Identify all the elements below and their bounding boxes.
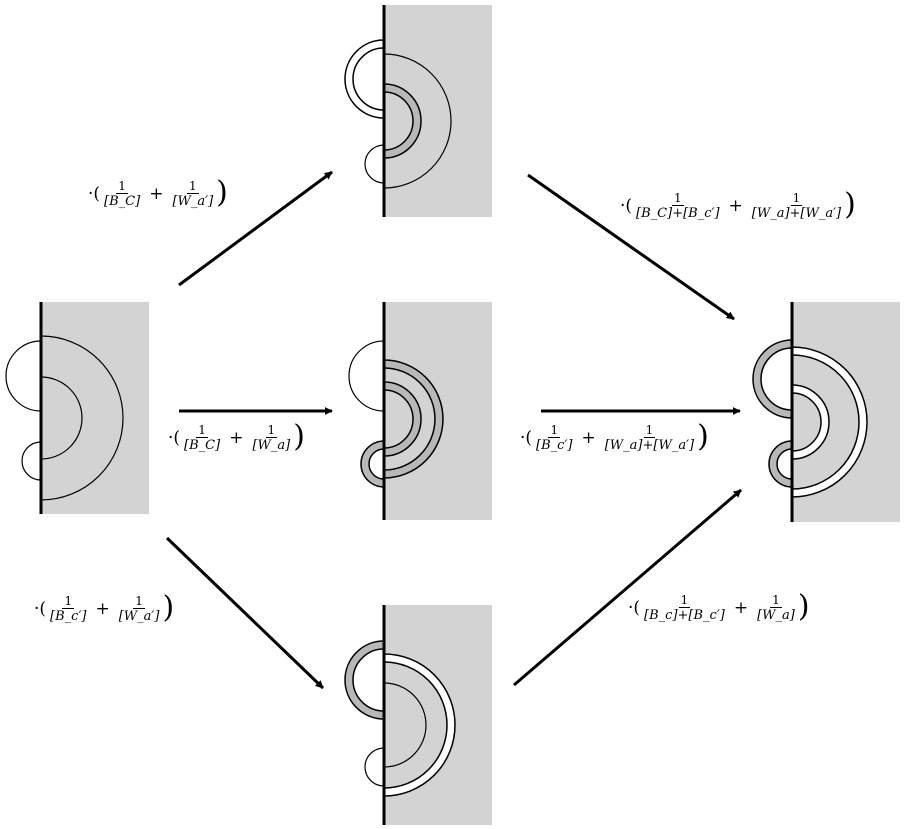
fraction-denominator: [B_c′] (536, 437, 573, 453)
fraction-numerator: 1 (265, 422, 278, 438)
fraction: 1 [B_c]+[B_c′] (642, 592, 727, 623)
close-paren: ) (293, 419, 305, 454)
label-prefix: ·( (520, 428, 533, 448)
fraction-numerator: 1 (548, 422, 561, 438)
plus-sign: + (95, 599, 110, 619)
plus-sign: + (728, 196, 743, 216)
fraction-denominator: [B_C] (104, 193, 141, 209)
fraction: 1 [W_a]+[W_a′] (603, 422, 696, 453)
fraction: 1 [W_a] (755, 592, 797, 623)
panel-top (344, 5, 492, 217)
plus-sign: + (581, 428, 596, 448)
close-paren: ) (697, 419, 709, 454)
close-paren: ) (162, 590, 175, 625)
plus-sign: + (733, 598, 749, 618)
label-prefix: ·( (628, 598, 641, 618)
close-paren: ) (216, 175, 228, 210)
fraction: 1 [B_C]+[B_c′] (634, 190, 721, 221)
fraction: 1 [W_a′] (117, 593, 162, 624)
fraction-denominator: [B_C]+[B_c′] (636, 205, 720, 221)
fraction: 1 [B_c′] (48, 593, 88, 624)
fraction: 1 [B_C] (102, 178, 142, 209)
fraction-numerator: 1 (790, 190, 803, 206)
label-prefix: ·( (88, 184, 101, 204)
panel-bottom (344, 605, 492, 825)
label-top-right: ·( 1 [B_C]+[B_c′] + 1 [W_a]+[W_a′] ) (620, 187, 857, 222)
fraction-numerator: 1 (62, 593, 75, 609)
arrows-group (165, 170, 742, 690)
fraction-numerator: 1 (196, 422, 208, 438)
fraction-denominator: [B_c′] (50, 608, 87, 624)
fraction: 1 [W_a] (250, 422, 292, 453)
shaded-region (41, 302, 149, 514)
arrow-top-to-final (527, 173, 735, 321)
fraction-numerator: 1 (133, 593, 145, 609)
fraction-denominator: [W_a′] (118, 608, 160, 624)
plus-sign: + (229, 428, 244, 448)
fraction-numerator: 1 (671, 190, 684, 206)
arrow-initial-to-top (178, 170, 333, 287)
fraction: 1 [B_C] (182, 422, 222, 453)
fraction-denominator: [B_C] (184, 437, 221, 453)
fraction-numerator: 1 (770, 592, 782, 608)
label-bottom-right: ·( 1 [B_c]+[B_c′] + 1 [W_a] ) (628, 589, 811, 624)
shaded-region (384, 5, 492, 217)
label-prefix: ·( (620, 196, 633, 216)
label-middle-left: ·( 1 [B_C] + 1 [W_a] ) (168, 419, 306, 454)
fraction-numerator: 1 (678, 592, 691, 608)
fraction-numerator: 1 (116, 178, 128, 194)
arrow-initial-to-bottom (165, 536, 325, 690)
close-paren: ) (844, 187, 856, 222)
label-bottom-left: ·( 1 [B_c′] + 1 [W_a′] ) (34, 590, 175, 625)
fraction-numerator: 1 (643, 422, 656, 438)
label-prefix: ·( (168, 428, 181, 448)
plus-sign: + (149, 184, 164, 204)
fraction-denominator: [W_a′] (172, 193, 214, 209)
fraction: 1 [W_a]+[W_a′] (750, 190, 843, 221)
close-paren: ) (797, 589, 810, 624)
fraction-denominator: [B_c]+[B_c′] (644, 607, 725, 623)
fraction: 1 [B_c′] (534, 422, 574, 453)
fraction-numerator: 1 (186, 178, 199, 194)
label-top-left: ·( 1 [B_C] + 1 [W_a′] ) (88, 175, 229, 210)
label-prefix: ·( (34, 599, 47, 619)
fraction-denominator: [W_a]+[W_a′] (604, 437, 695, 453)
fraction: 1 [W_a′] (170, 178, 215, 209)
label-middle-right: ·( 1 [B_c′] + 1 [W_a]+[W_a′] ) (520, 419, 710, 454)
panel-middle (348, 302, 492, 520)
shaded-region (792, 302, 900, 522)
fraction-denominator: [W_a] (757, 607, 795, 623)
panel-initial (5, 302, 149, 514)
fraction-denominator: [W_a]+[W_a′] (751, 205, 842, 221)
arrow-bottom-to-final (513, 488, 742, 687)
fraction-denominator: [W_a] (252, 437, 291, 453)
panel-final (752, 302, 900, 522)
